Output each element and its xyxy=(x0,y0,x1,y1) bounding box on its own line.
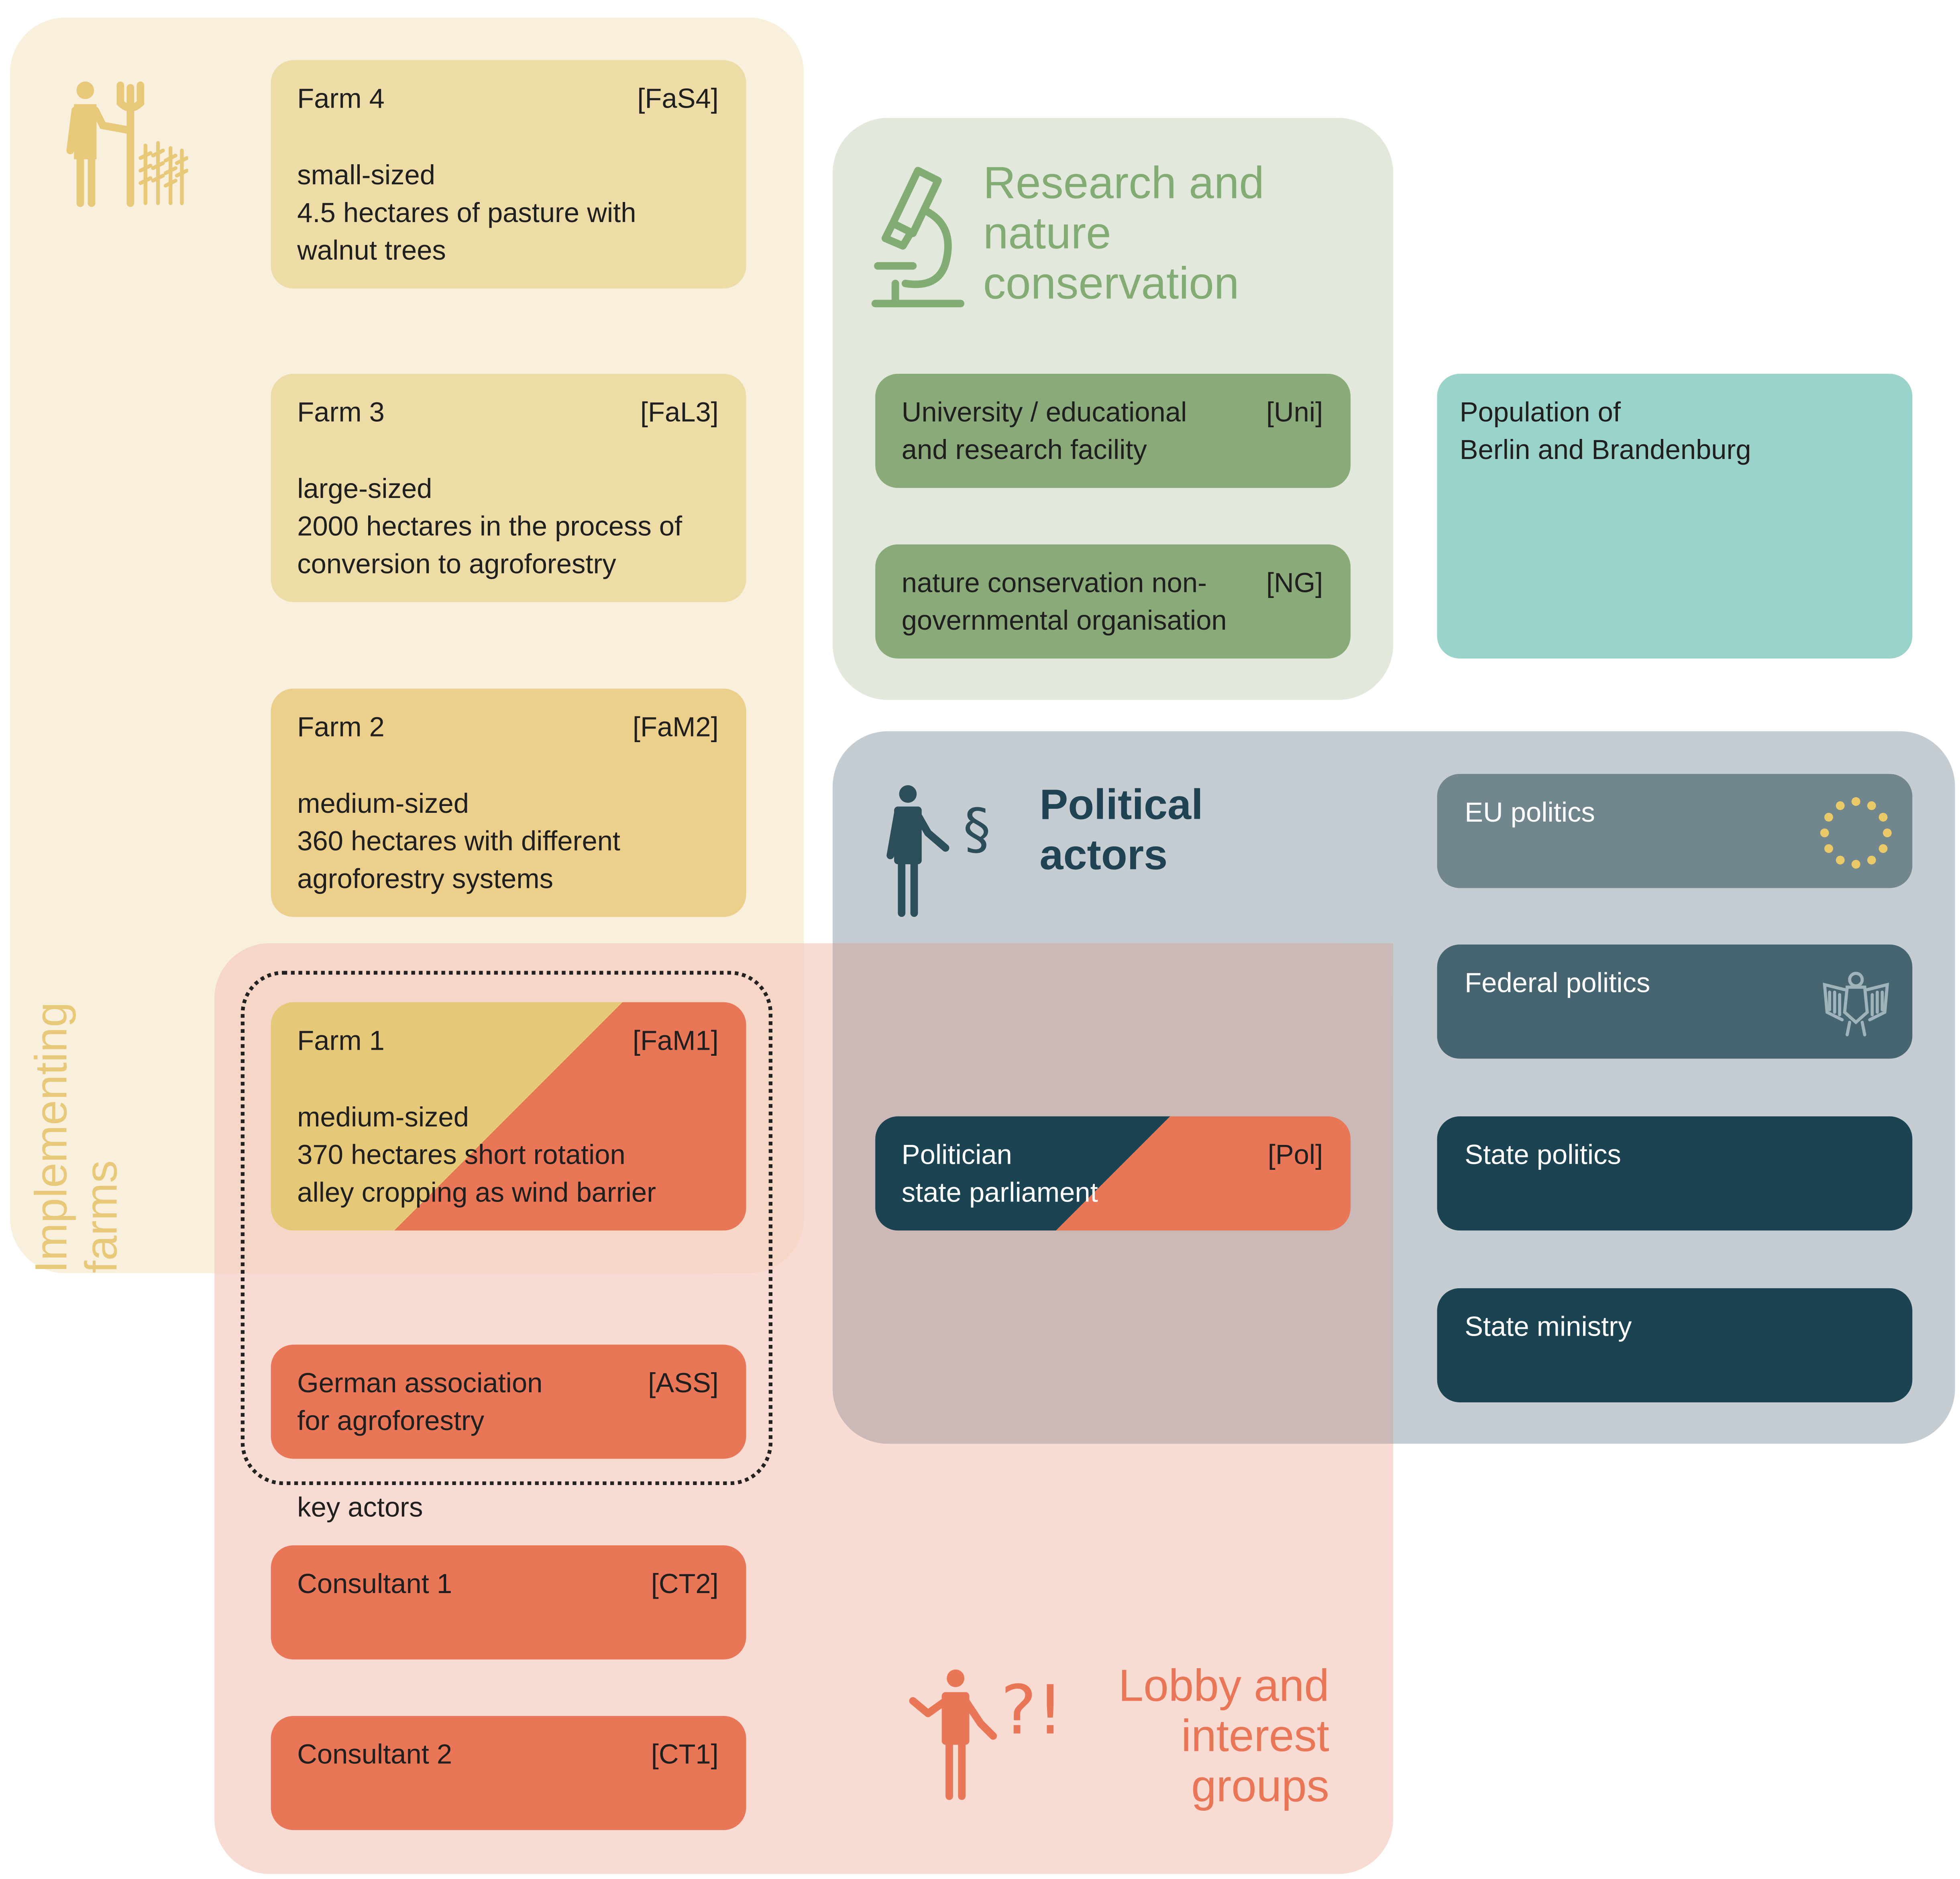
farm4-code: [FaS4] xyxy=(637,83,719,114)
svg-text:?!: ?! xyxy=(1001,1671,1064,1750)
lobby-group-title: Lobby and interest groups xyxy=(1118,1659,1329,1812)
farm2-title: Farm 2 xyxy=(297,711,385,743)
farmer-icon xyxy=(66,82,188,207)
ngo-card: nature conservation non- governmental or… xyxy=(875,544,1351,659)
eu-politics-title: EU politics xyxy=(1465,796,1595,828)
farm3-description: large-sized 2000 hectares in the process… xyxy=(297,473,683,580)
farm2-description: medium-sized 360 hectares with different… xyxy=(297,788,621,895)
association-code: [ASS] xyxy=(648,1367,719,1399)
person-question-icon: ?! xyxy=(909,1669,1064,1800)
ngo-code: [NG] xyxy=(1266,567,1323,598)
microscope-icon xyxy=(871,167,964,308)
state-politics-title: State politics xyxy=(1465,1139,1621,1171)
farm2-card: Farm 2 [FaM2] medium-sized 360 hectares … xyxy=(271,688,746,917)
federal-politics-card: Federal politics xyxy=(1437,944,1913,1059)
consultant1-card: Consultant 1 [CT2] xyxy=(271,1545,746,1660)
population-card: Population of Berlin and Brandenburg xyxy=(1437,373,1913,659)
consultant1-code: [CT2] xyxy=(651,1568,719,1599)
farm1-title: Farm 1 xyxy=(297,1024,385,1056)
association-card: German association for agroforestry [ASS… xyxy=(271,1344,746,1459)
university-title: University / educational and research fa… xyxy=(901,396,1187,465)
politician-title: Politician state parliament xyxy=(901,1139,1098,1208)
population-title: Population of Berlin and Brandenburg xyxy=(1459,396,1751,465)
consultant2-card: Consultant 2 [CT1] xyxy=(271,1716,746,1830)
political-group-title: Political actors xyxy=(1039,781,1203,879)
state-ministry-card: State ministry xyxy=(1437,1288,1913,1403)
eu-stars-icon xyxy=(1820,797,1892,869)
key-actors-outline xyxy=(240,971,773,1485)
farm2-code: [FaM2] xyxy=(632,711,719,743)
federal-eagle-icon xyxy=(1823,971,1889,1036)
consultant2-title: Consultant 2 xyxy=(297,1738,452,1770)
svg-text:§: § xyxy=(963,797,991,861)
politician-card: Politician state parliament [Pol] xyxy=(875,1116,1351,1231)
university-card: University / educational and research fa… xyxy=(875,373,1351,488)
politician-paragraph-icon: § xyxy=(886,785,991,917)
farm1-card: Farm 1 [FaM1] medium-sized 370 hectares … xyxy=(271,1002,746,1231)
farm4-description: small-sized 4.5 hectares of pasture with… xyxy=(297,159,636,266)
consultant2-code: [CT1] xyxy=(651,1738,719,1770)
farm1-description: medium-sized 370 hectares short rotation… xyxy=(297,1101,656,1208)
research-group-title: Research and nature conservation xyxy=(983,157,1264,309)
farm3-title: Farm 3 xyxy=(297,396,385,428)
state-politics-card: State politics xyxy=(1437,1116,1913,1231)
farm1-code: [FaM1] xyxy=(632,1024,719,1056)
farm4-title: Farm 4 xyxy=(297,83,385,114)
farm4-card: Farm 4 [FaS4] small-sized 4.5 hectares o… xyxy=(271,60,746,289)
consultant1-title: Consultant 1 xyxy=(297,1568,452,1599)
ngo-title: nature conservation non- governmental or… xyxy=(901,567,1227,636)
eu-politics-card: EU politics xyxy=(1437,774,1913,888)
state-ministry-title: State ministry xyxy=(1465,1311,1632,1342)
key-actors-label: key actors xyxy=(297,1491,423,1523)
federal-politics-title: Federal politics xyxy=(1465,967,1650,999)
university-code: [Uni] xyxy=(1266,396,1323,428)
association-title: German association for agroforestry xyxy=(297,1367,543,1436)
politician-code: [Pol] xyxy=(1267,1139,1323,1171)
farm3-card: Farm 3 [FaL3] large-sized 2000 hectares … xyxy=(271,373,746,602)
farms-group-title: Implementing farms xyxy=(25,1002,127,1273)
farm3-code: [FaL3] xyxy=(640,396,719,428)
